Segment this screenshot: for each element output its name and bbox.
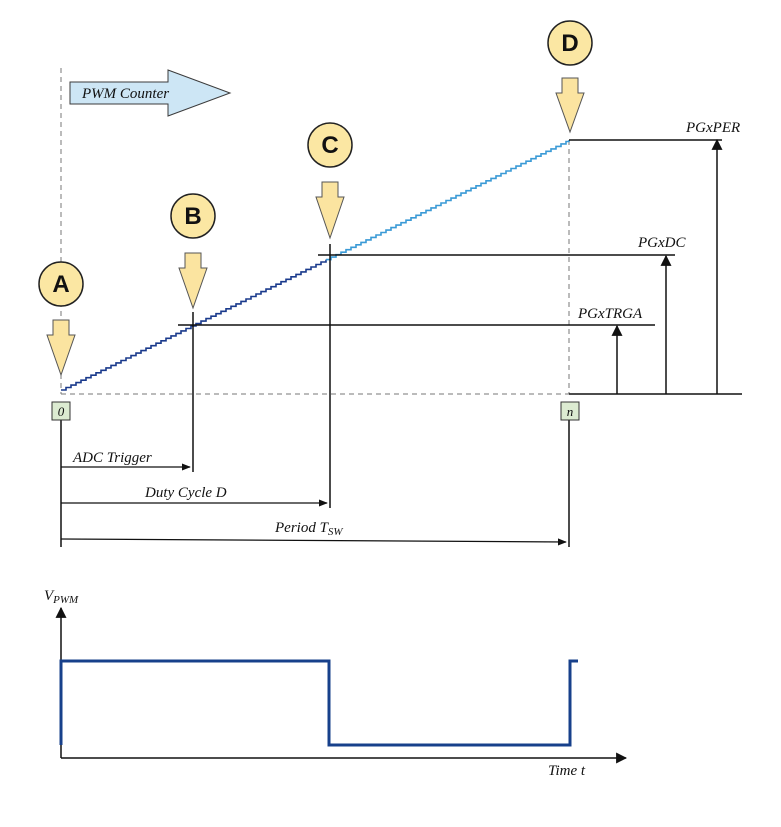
counter-ramp-dark	[61, 259, 327, 391]
marker-b: B	[170, 193, 216, 310]
marker-b-label: B	[184, 203, 201, 230]
duty-cycle-label: Duty Cycle D	[144, 485, 227, 501]
marker-a-label: A	[52, 271, 69, 298]
pwm-counter-label: PWM Counter	[81, 86, 169, 102]
start-box-label: 0	[58, 404, 65, 419]
time-label: Time t	[548, 763, 586, 779]
pwm-signal-waveform	[59, 659, 578, 747]
end-box: n	[560, 401, 580, 421]
marker-a: A	[38, 261, 84, 377]
marker-d-label: D	[561, 30, 578, 57]
dc-label: PGxDC	[637, 235, 686, 251]
end-box-label: n	[567, 404, 574, 419]
marker-c: C	[307, 122, 353, 240]
period-label: Period TSW	[274, 520, 343, 538]
adc-trigger-label: ADC Trigger	[72, 450, 152, 466]
marker-c-label: C	[321, 132, 338, 159]
start-box: 0	[51, 401, 71, 421]
trga-label: PGxTRGA	[577, 306, 643, 322]
period-timing-arrow	[60, 538, 567, 546]
pwm-counter-arrow: PWM Counter	[69, 69, 232, 117]
per-label: PGxPER	[685, 120, 740, 136]
vpwm-label: VPWM	[44, 588, 79, 606]
marker-d: D	[547, 20, 593, 134]
counter-ramp-light	[326, 140, 570, 261]
